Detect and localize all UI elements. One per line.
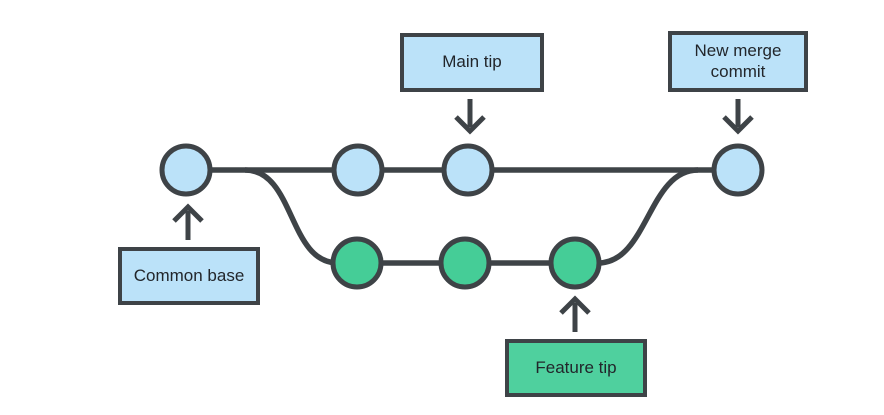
new-merge-commit-arrow-down-icon (722, 99, 754, 135)
commit-feature-tip (548, 236, 602, 290)
commit-feature-1 (330, 236, 384, 290)
commit-feature-2 (438, 236, 492, 290)
common-base-arrow-up-icon (172, 203, 204, 240)
feature-tip-arrow-up-icon (559, 295, 591, 332)
feature-tip-label-box: Feature tip (505, 339, 647, 397)
merge-in-curve (597, 167, 699, 266)
commit-merge (711, 143, 765, 197)
branch-out-curve (244, 167, 339, 266)
common-base-label-box: Common base (118, 247, 260, 305)
main-tip-label: Main tip (442, 52, 502, 72)
commit-common-base (159, 143, 213, 197)
feature-tip-label: Feature tip (535, 357, 617, 377)
main-tip-arrow-down-icon (454, 99, 486, 135)
commit-main-tip (441, 143, 495, 197)
common-base-label: Common base (133, 265, 245, 285)
main-tip-label-box: Main tip (400, 33, 544, 92)
new-merge-commit-label-box: New merge commit (668, 31, 808, 92)
new-merge-commit-label: New merge commit (694, 40, 782, 81)
commit-main-2 (331, 143, 385, 197)
